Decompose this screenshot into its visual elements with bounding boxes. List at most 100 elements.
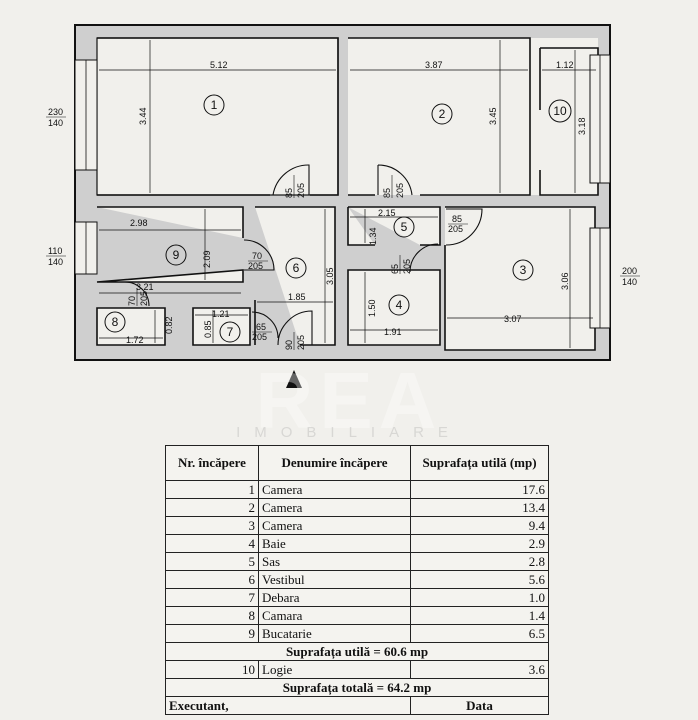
dim-r6-width: 1.85 <box>288 292 306 302</box>
door-r1-height: 205 <box>296 183 306 198</box>
room-name-cell: Camera <box>258 516 411 535</box>
dim-r10-width: 1.12 <box>556 60 574 70</box>
room-number-cell: 9 <box>165 624 259 643</box>
useful-total-cell: Suprafața utilă = 60.6 mp <box>165 642 549 661</box>
door-r9-width: 70 <box>252 251 262 261</box>
room-name-cell: Baie <box>258 534 411 553</box>
grand-total-cell: Suprafața totală = 64.2 mp <box>165 678 549 697</box>
door-r2-height: 205 <box>395 183 405 198</box>
dim-r9-width: 2.98 <box>130 218 148 228</box>
north-arrow-icon <box>286 370 302 388</box>
room-2-number: 2 <box>439 107 446 121</box>
room-number-cell: 3 <box>165 516 259 535</box>
room-4-number: 4 <box>396 298 403 312</box>
door-room-2 <box>377 164 413 196</box>
room-8-number: 8 <box>112 315 119 329</box>
room-number-cell: 1 <box>165 480 259 499</box>
door-room-3 <box>445 208 483 246</box>
room-10-number: 10 <box>553 104 567 118</box>
door-room-9 <box>243 239 275 271</box>
room-number-cell: 4 <box>165 534 259 553</box>
dim-r9-depth: 2.09 <box>202 250 212 268</box>
room-3-outline <box>444 206 596 351</box>
door-entry-width: 90 <box>284 340 294 350</box>
door-room-1 <box>272 164 310 196</box>
door-room-4 <box>409 243 439 273</box>
room-6-outline <box>254 206 336 346</box>
dim-r3-width: 3.07 <box>504 314 522 324</box>
dim-r8-depth: 0.82 <box>164 316 174 334</box>
room-name-cell: Camera <box>258 480 411 499</box>
room-number-cell: 8 <box>165 606 259 625</box>
window-right-height: 140 <box>622 277 637 287</box>
dim-r10-depth: 3.18 <box>577 117 587 135</box>
room-6-number: 6 <box>293 261 300 275</box>
room-area-cell: 6.5 <box>410 624 549 643</box>
door-room-7 <box>251 311 279 339</box>
room-area-cell: 1.4 <box>410 606 549 625</box>
window-left-bottom-width: 110 <box>48 246 62 256</box>
door-r3-width: 85 <box>452 214 462 224</box>
date-label: Data <box>410 696 549 715</box>
room-area-cell: 17.6 <box>410 480 549 499</box>
door-r2-width: 85 <box>382 188 392 198</box>
door-entry <box>277 310 313 346</box>
room-name-cell: Vestibul <box>258 570 411 589</box>
door-r8-height: 205 <box>139 291 149 306</box>
room-area-cell: 5.6 <box>410 570 549 589</box>
header-room-name: Denumire încăpere <box>258 445 411 481</box>
door-r7-width: 65 <box>256 322 266 332</box>
dim-r7-width: 1.21 <box>212 309 230 319</box>
room-name-cell: Bucatarie <box>258 624 411 643</box>
executant-label: Executant, <box>165 696 411 715</box>
room-4-outline <box>347 269 441 346</box>
room-9-number: 9 <box>173 248 180 262</box>
room-7-number: 7 <box>227 325 234 339</box>
room-name-cell: Debara <box>258 588 411 607</box>
room-10-outline <box>539 47 599 196</box>
dim-r9-width2: 3.21 <box>136 282 154 292</box>
table-header-row: Nr. încăpere Denumire încăpere Suprafața… <box>165 445 549 481</box>
useful-total-row: Suprafața utilă = 60.6 mp <box>165 642 549 661</box>
room-number-cell: 6 <box>165 570 259 589</box>
dim-r4-width: 1.91 <box>384 327 402 337</box>
dim-r2-depth: 3.45 <box>488 107 498 125</box>
grand-total-row: Suprafața totală = 64.2 mp <box>165 678 549 697</box>
dim-r5-depth: 1.34 <box>368 227 378 245</box>
window-right-width: 200 <box>622 266 637 276</box>
room-name-cell: Logie <box>258 660 411 679</box>
room-area-cell: 1.0 <box>410 588 549 607</box>
room-2-outline <box>348 37 531 196</box>
room-name-cell: Camara <box>258 606 411 625</box>
room-area-cell: 3.6 <box>410 660 549 679</box>
room-number-cell: 2 <box>165 498 259 517</box>
window-left-top-width: 230 <box>48 107 63 117</box>
room-area-cell: 2.8 <box>410 552 549 571</box>
window-left-bottom-height: 140 <box>48 257 63 267</box>
dim-r2-width: 3.87 <box>425 60 443 70</box>
room-area-table: Nr. încăpere Denumire încăpere Suprafața… <box>165 445 549 715</box>
room-number-cell: 7 <box>165 588 259 607</box>
room-area-cell: 13.4 <box>410 498 549 517</box>
room-area-cell: 9.4 <box>410 516 549 535</box>
dim-r3-depth: 3.06 <box>560 272 570 290</box>
window-left-top-height: 140 <box>48 118 63 128</box>
door-r8-width: 70 <box>127 296 137 306</box>
room-9-outline <box>96 206 244 283</box>
room-3-number: 3 <box>520 263 527 277</box>
room-number-cell: 5 <box>165 552 259 571</box>
dim-r8-width: 1.72 <box>126 335 144 345</box>
floor-plan: 5.12 3.44 3.87 3.45 1.12 3.18 2.98 2.09 … <box>46 24 640 388</box>
door-r4-width: 65 <box>390 264 400 274</box>
door-r7-height: 205 <box>252 332 267 342</box>
room-8-outline <box>96 307 166 346</box>
